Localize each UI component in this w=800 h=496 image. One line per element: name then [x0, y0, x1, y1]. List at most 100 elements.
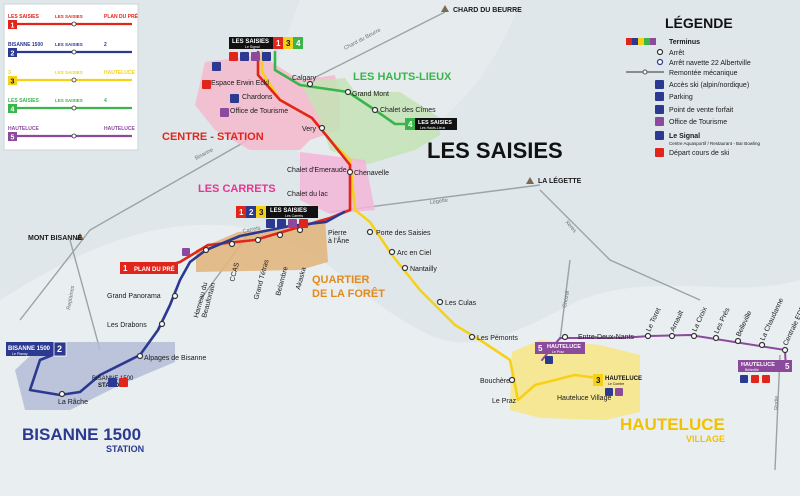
stop-grand-mont: [344, 88, 352, 96]
stop-icon: [656, 48, 664, 56]
tourism-office-icon: [655, 117, 664, 126]
roads: [19, 11, 781, 471]
label-alpages: Alpages de Bisanne: [144, 355, 206, 362]
label-pierre-1: Pierre: [328, 230, 347, 237]
stop-bouchere: [508, 376, 516, 384]
parking-icon-bisanne: [108, 378, 117, 387]
line-bar-to: HAUTELUCE: [104, 70, 135, 76]
line-bar-stop: [71, 49, 77, 55]
label-porte-saisies: Porte des Saisies: [376, 230, 431, 237]
line-bar-to: HAUTELUCE: [104, 126, 135, 132]
stop-nantailly: [401, 264, 409, 272]
terminus-hauteluce-left-label: HAUTELUCE: [547, 344, 581, 350]
ski-access-icon-top: [262, 52, 271, 61]
label-grand-mont: Grand Mont: [352, 91, 389, 98]
stops: [58, 80, 789, 398]
label-chenavelle: Chenavelle: [354, 170, 389, 177]
peak-mont-bisanne-icon: [76, 233, 84, 240]
ticket-icon-belleville: [762, 375, 770, 383]
label-arc-ciel: Arc en Ciel: [397, 250, 432, 257]
legend-item: Point de vente forfait: [655, 105, 733, 114]
line-bar-mid: LES SAISIES: [55, 98, 83, 103]
legend-label: Point de vente forfait: [669, 107, 733, 114]
peak-chard-icon: [441, 5, 449, 12]
line-bar-num: 4: [11, 107, 15, 114]
lift-icon-hauteluce: [545, 356, 553, 364]
label-ccas: CCAS: [229, 262, 241, 283]
label-culas: Les Culas: [445, 300, 477, 307]
terminus-plan-pre: [130, 262, 178, 274]
peak-chard-label: CHARD DU BEURRE: [453, 7, 522, 14]
legend-label: Départ cours de ski: [669, 150, 730, 157]
ski-school-icon-top: [229, 52, 238, 61]
badge-num-1: 1: [276, 39, 281, 48]
legend-label: Terminus: [669, 39, 700, 46]
terminus-icon: [650, 38, 656, 45]
legend-item: Parking: [655, 92, 693, 101]
stop-ccas: [228, 240, 236, 248]
line-bar-num: 3: [11, 79, 15, 86]
legend-item: Office de Tourisme: [655, 117, 727, 126]
terminus-icon: [632, 38, 638, 45]
label-hauteluce-village: Hauteluce Village: [557, 395, 611, 402]
line-bar-3: 33 LES SAISIES HAUTELUCE: [8, 70, 135, 86]
service-icons: [108, 52, 770, 396]
ski-school-icon-belleville: [751, 375, 759, 383]
stop-chenavelle: [346, 168, 354, 176]
line-1: [158, 50, 352, 270]
terminus-hauts-lieux-label: LES SAISIES: [418, 120, 452, 126]
stop-very: [318, 124, 326, 132]
badge-line-3-hauteluce: [593, 374, 603, 386]
map-title: LES SAISIES: [427, 138, 563, 163]
badge-line-4-hl: [405, 118, 415, 130]
stop-les-pres: [712, 334, 720, 342]
label-pierre-2: à l'Âne: [328, 236, 349, 245]
peaks: CHARD DU BEURRE LA LÉGETTE MONT BISANNE: [28, 5, 582, 242]
line-bar-to: PLAN DU PRÉ: [104, 12, 139, 20]
ski-access-icon-carrets: [266, 219, 275, 228]
terminus-bisanne-sub: Le Planay: [12, 352, 28, 356]
line-bar-num-badge: [8, 20, 17, 29]
badge-line-3-top: [283, 37, 293, 49]
line-2: [28, 210, 346, 397]
shuttle-stop-icon: [656, 58, 664, 66]
stop-grand-panorama: [171, 292, 179, 300]
stop-grand-tetras: [254, 236, 262, 244]
label-praz: Le Praz: [492, 398, 517, 405]
terminus-bisanne: [6, 342, 54, 356]
stop-akaska: [296, 226, 304, 234]
stop-belleville: [734, 337, 742, 345]
label-chalet-lac: Chalet du lac: [287, 191, 328, 198]
stop-chaudanne: [758, 341, 766, 349]
label-espace-erwin: Espace Erwin Eckl: [211, 80, 269, 87]
ski-access-icon: [655, 80, 664, 89]
line-bar-mid: LES SAISIES: [55, 70, 83, 75]
badge-line-5-left: [535, 342, 545, 354]
badge-line-2-bisanne: [53, 341, 67, 357]
label-calgary: Calgary: [292, 75, 317, 82]
parking-icon-carrets: [277, 219, 286, 228]
line-bar-stop: [71, 77, 77, 83]
terminus-plan-pre-label: PLAN DU PRÉ: [134, 265, 175, 273]
legend-item: Accès ski (alpin/nordique): [655, 80, 749, 89]
parking-icon-belleville: [740, 375, 748, 383]
label-chardons: Chardons: [242, 94, 273, 101]
legend-label: Le Signal: [669, 133, 700, 140]
parking-icon-hauteluce: [605, 388, 613, 396]
line-bar-from: 3: [8, 70, 11, 76]
label-chalet-emeraude: Chalet d'Emeraude: [287, 167, 347, 174]
zone-quartier-foret: [196, 218, 328, 272]
parking-icon-top: [240, 52, 249, 61]
label-pemonts: Les Pémonts: [477, 335, 518, 342]
ski-access-icon-chardons: [230, 94, 239, 103]
ski-school-icon-erwin: [202, 80, 211, 89]
stop-culas: [436, 298, 444, 306]
stop-la-croix: [690, 332, 698, 340]
stop-hameau: [202, 246, 210, 254]
line-bar-num: 5: [11, 135, 15, 142]
line-bar-from: HAUTELUCE: [8, 126, 39, 132]
label-rache: La Râche: [58, 399, 88, 406]
